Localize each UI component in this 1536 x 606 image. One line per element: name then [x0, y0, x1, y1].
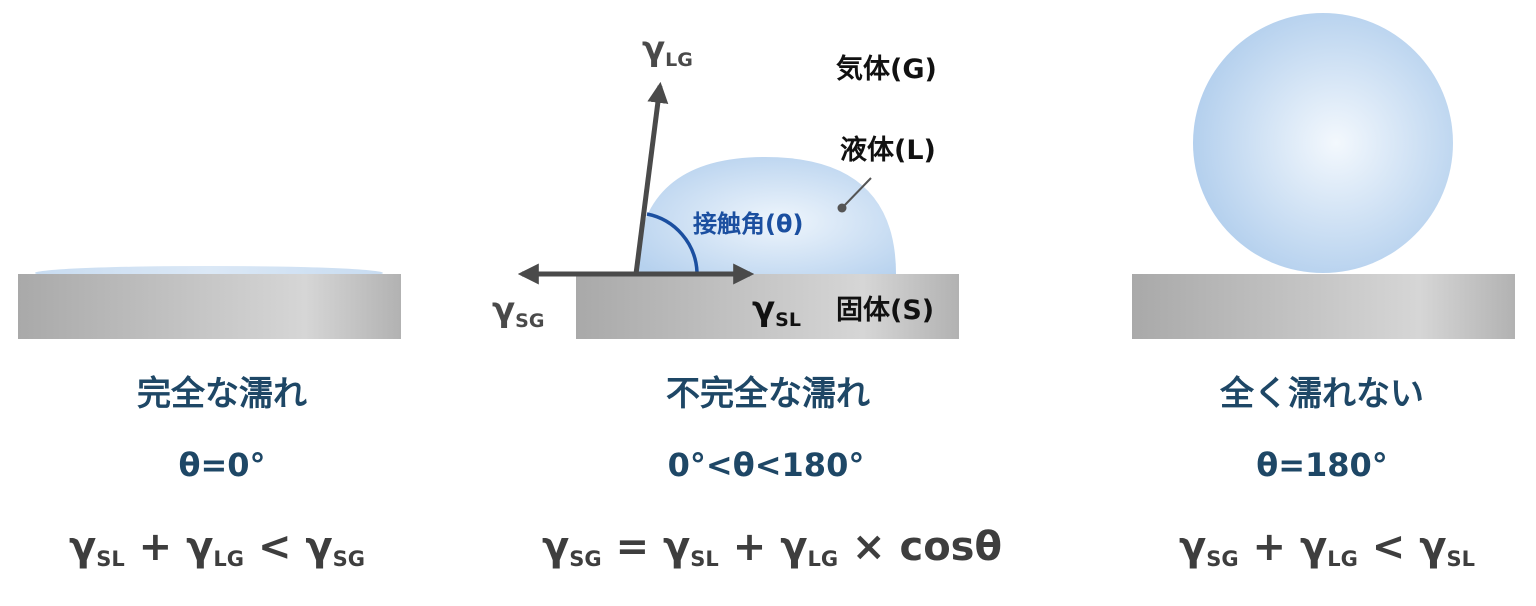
formula-term: γLG [186, 524, 245, 571]
solid-substrate-center [576, 274, 959, 339]
formula-term: γLG [1299, 524, 1358, 571]
formula-term: γLG [780, 524, 839, 571]
liquid-sphere [1193, 13, 1453, 273]
gamma-sl-label: γSL [752, 289, 801, 331]
liquid-label: 液体(L) [840, 135, 936, 166]
gamma-lg-label: γLG [642, 29, 693, 71]
liquid-leader-line [841, 177, 872, 209]
formula-operator: < [1371, 524, 1406, 570]
gamma-sg-label: γSG [492, 290, 545, 332]
solid-substrate-right [1132, 274, 1515, 339]
liquid-leader-dot [837, 203, 847, 213]
liquid-droplet [636, 157, 896, 274]
formula-term: γSG [1178, 524, 1239, 571]
formula-complete: γSL + γLG < γSG [69, 527, 365, 570]
formula-term: γSG [305, 524, 366, 571]
formula-term: γSL [663, 524, 719, 571]
caption-complete-wetting: 完全な濡れ [137, 374, 307, 414]
formula-term: γSL [1419, 524, 1476, 571]
formula-partial: γSG = γSL + γLG × cosθ [542, 527, 1002, 570]
formula-none: γSG + γLG < γSL [1179, 527, 1475, 570]
solid-label: 固体(S) [836, 295, 935, 326]
contact-angle-label: 接触角(θ) [693, 210, 804, 238]
gas-label: 気体(G) [836, 54, 937, 85]
formula-operator: + [138, 524, 173, 570]
caption-no-wetting: 全く濡れない [1220, 374, 1424, 414]
contact-angle-arc [646, 212, 699, 273]
angle-condition-complete: θ=0° [178, 446, 266, 484]
solid-substrate-left [18, 274, 401, 339]
formula-operator: < [257, 524, 292, 570]
angle-condition-partial: 0°<θ<180° [667, 446, 865, 484]
formula-operator: × [852, 524, 886, 570]
formula-term: cosθ [899, 524, 1002, 570]
formula-term: γSG [542, 524, 602, 571]
formula-term: γSL [68, 524, 125, 571]
angle-condition-none: θ=180° [1256, 446, 1388, 484]
formula-operator: + [1252, 524, 1287, 570]
gamma-lg-arrow [633, 81, 669, 275]
caption-partial-wetting: 不完全な濡れ [666, 374, 870, 414]
formula-operator: + [732, 524, 767, 570]
formula-operator: = [615, 524, 650, 570]
